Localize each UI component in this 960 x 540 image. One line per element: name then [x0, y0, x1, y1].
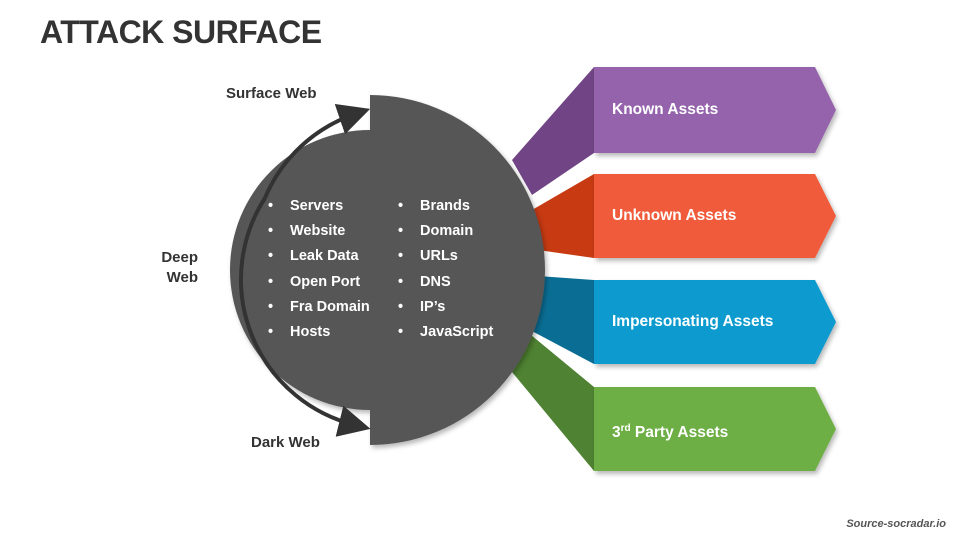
impersonating-assets-connector — [530, 276, 594, 364]
third-party-assets-banner — [594, 387, 836, 471]
source-credit: Source-socradar.io — [846, 518, 946, 530]
dark-web-label: Dark Web — [251, 434, 320, 451]
circle-items-left: •Servers •Website •Leak Data •Open Port … — [268, 194, 370, 345]
list-item: •Fra Domain — [268, 298, 370, 315]
list-item: •URLs — [398, 248, 458, 265]
impersonating-assets-label: Impersonating Assets — [612, 313, 774, 330]
list-item: •IP’s — [398, 298, 446, 315]
list-item: •Domain — [398, 223, 474, 240]
deep-web-label: Deep Web — [161, 249, 198, 286]
attack-surface-circle — [230, 95, 545, 445]
page-title: ATTACK SURFACE — [40, 14, 322, 50]
known-assets-label: Known Assets — [612, 101, 719, 118]
unknown-assets-banner — [594, 174, 836, 258]
unknown-assets-connector — [532, 174, 594, 258]
list-item: •Leak Data — [268, 248, 359, 265]
surface-web-arrow-icon — [263, 104, 371, 199]
list-item: •Hosts — [268, 323, 331, 340]
list-item: •Servers — [268, 198, 344, 214]
known-assets-banner — [594, 67, 836, 153]
known-assets-connector — [512, 67, 594, 195]
list-item: •DNS — [398, 273, 451, 290]
surface-web-label: Surface Web — [226, 85, 317, 102]
list-item: •JavaScript — [398, 323, 494, 340]
third-party-assets-connector — [512, 330, 594, 471]
list-item: •Website — [268, 223, 346, 240]
dark-web-arrow-icon — [239, 196, 371, 437]
unknown-assets-label: Unknown Assets — [612, 207, 737, 224]
impersonating-assets-banner — [594, 280, 836, 364]
list-item: •Open Port — [268, 273, 361, 290]
list-item: •Brands — [398, 198, 470, 214]
circle-items-right: •Brands •Domain •URLs •DNS •IP’s •JavaSc… — [398, 194, 493, 345]
third-party-assets-label: 3rd Party Assets — [612, 423, 729, 442]
